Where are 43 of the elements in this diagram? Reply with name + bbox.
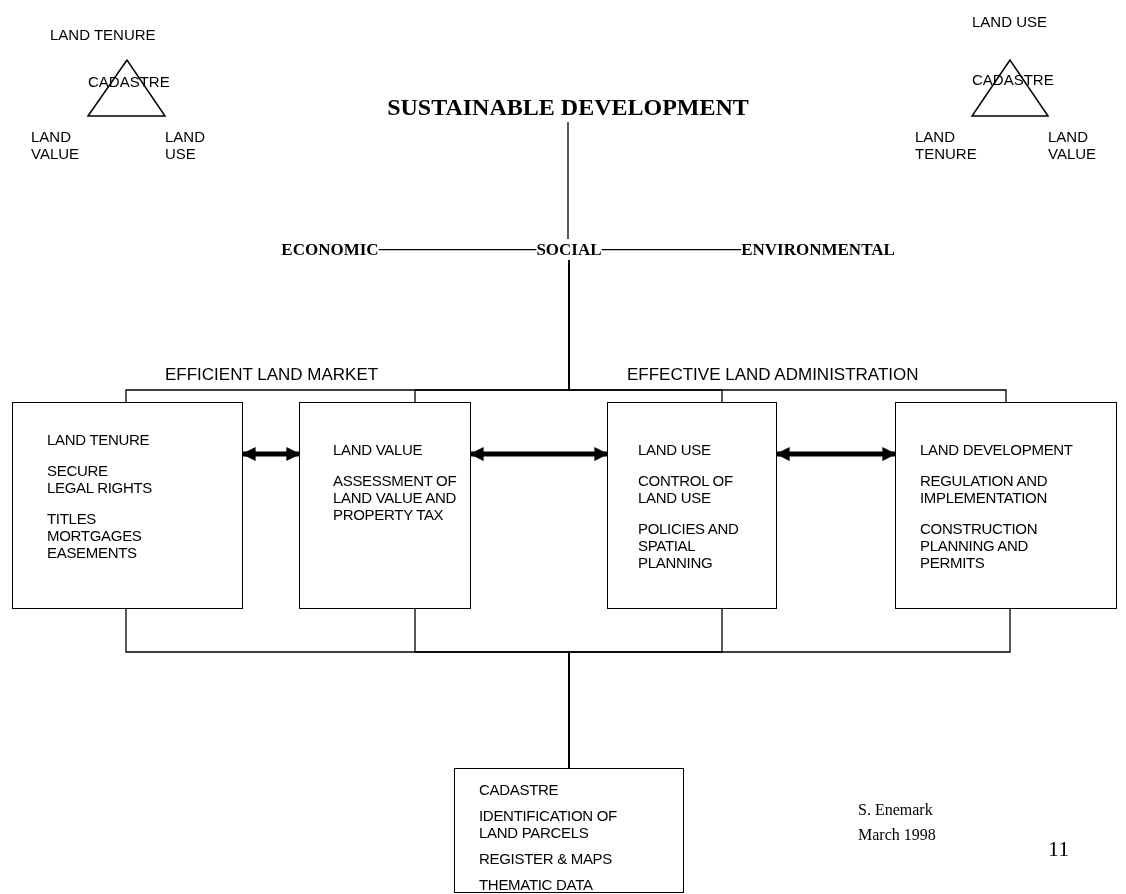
process-box [454, 768, 684, 893]
box-heading: LAND TENURE [47, 431, 151, 448]
box-text: ASSESSMENT OF LAND VALUE AND PROPERTY TAX [333, 472, 458, 523]
box-text: TITLES MORTGAGES EASEMENTS [47, 510, 143, 561]
label-text: LAND VALUE [31, 128, 81, 162]
box-text: THEMATIC DATA [479, 876, 594, 893]
box-text: IDENTIFICATION OF LAND PARCELS [479, 807, 618, 841]
process-box [895, 402, 1117, 609]
box-text: REGULATION AND IMPLEMENTATION [920, 472, 1049, 506]
note-text: March 1998 [858, 825, 936, 844]
label-text: EFFICIENT LAND MARKET [165, 364, 379, 386]
process-box [12, 402, 243, 609]
double-arrow [469, 447, 609, 461]
box-text: CONSTRUCTION PLANNING AND PERMITS [920, 520, 1039, 571]
process-box [607, 402, 777, 609]
process-box [299, 402, 471, 609]
connector-line [568, 259, 1007, 403]
note-text: S. Enemark [858, 800, 933, 819]
pillar-text: ECONOMIC [281, 239, 379, 261]
label-text: LAND VALUE [1048, 128, 1098, 162]
box-text: REGISTER & MAPS [479, 850, 614, 867]
label-text: EFFECTIVE LAND ADMINISTRATION [627, 364, 919, 386]
heading-text: SUSTAINABLE DEVELOPMENT [387, 92, 749, 122]
connector-line [600, 249, 742, 251]
label-text: LAND TENURE [915, 128, 975, 162]
label-text: LAND USE [165, 128, 206, 162]
box-text: POLICIES AND SPATIAL PLANNING [638, 520, 740, 571]
label-text: LAND USE [972, 13, 1048, 30]
double-arrow [775, 447, 897, 461]
box-text: CONTROL OF LAND USE [638, 472, 734, 506]
double-arrow [241, 447, 301, 461]
box-heading: LAND VALUE [333, 441, 424, 458]
pillar-text: ENVIRONMENTAL [741, 239, 895, 261]
box-heading: LAND DEVELOPMENT [920, 441, 1074, 458]
pillar-text: SOCIAL [536, 239, 602, 261]
label-text: LAND TENURE [50, 26, 156, 43]
box-heading: LAND USE [638, 441, 712, 458]
box-heading: CADASTRE [479, 781, 560, 798]
connector-line [568, 608, 1011, 769]
box-text: SECURE LEGAL RIGHTS [47, 462, 154, 496]
connector-line [378, 249, 538, 251]
connector-line [567, 121, 569, 240]
note-text: 11 [1048, 835, 1070, 863]
